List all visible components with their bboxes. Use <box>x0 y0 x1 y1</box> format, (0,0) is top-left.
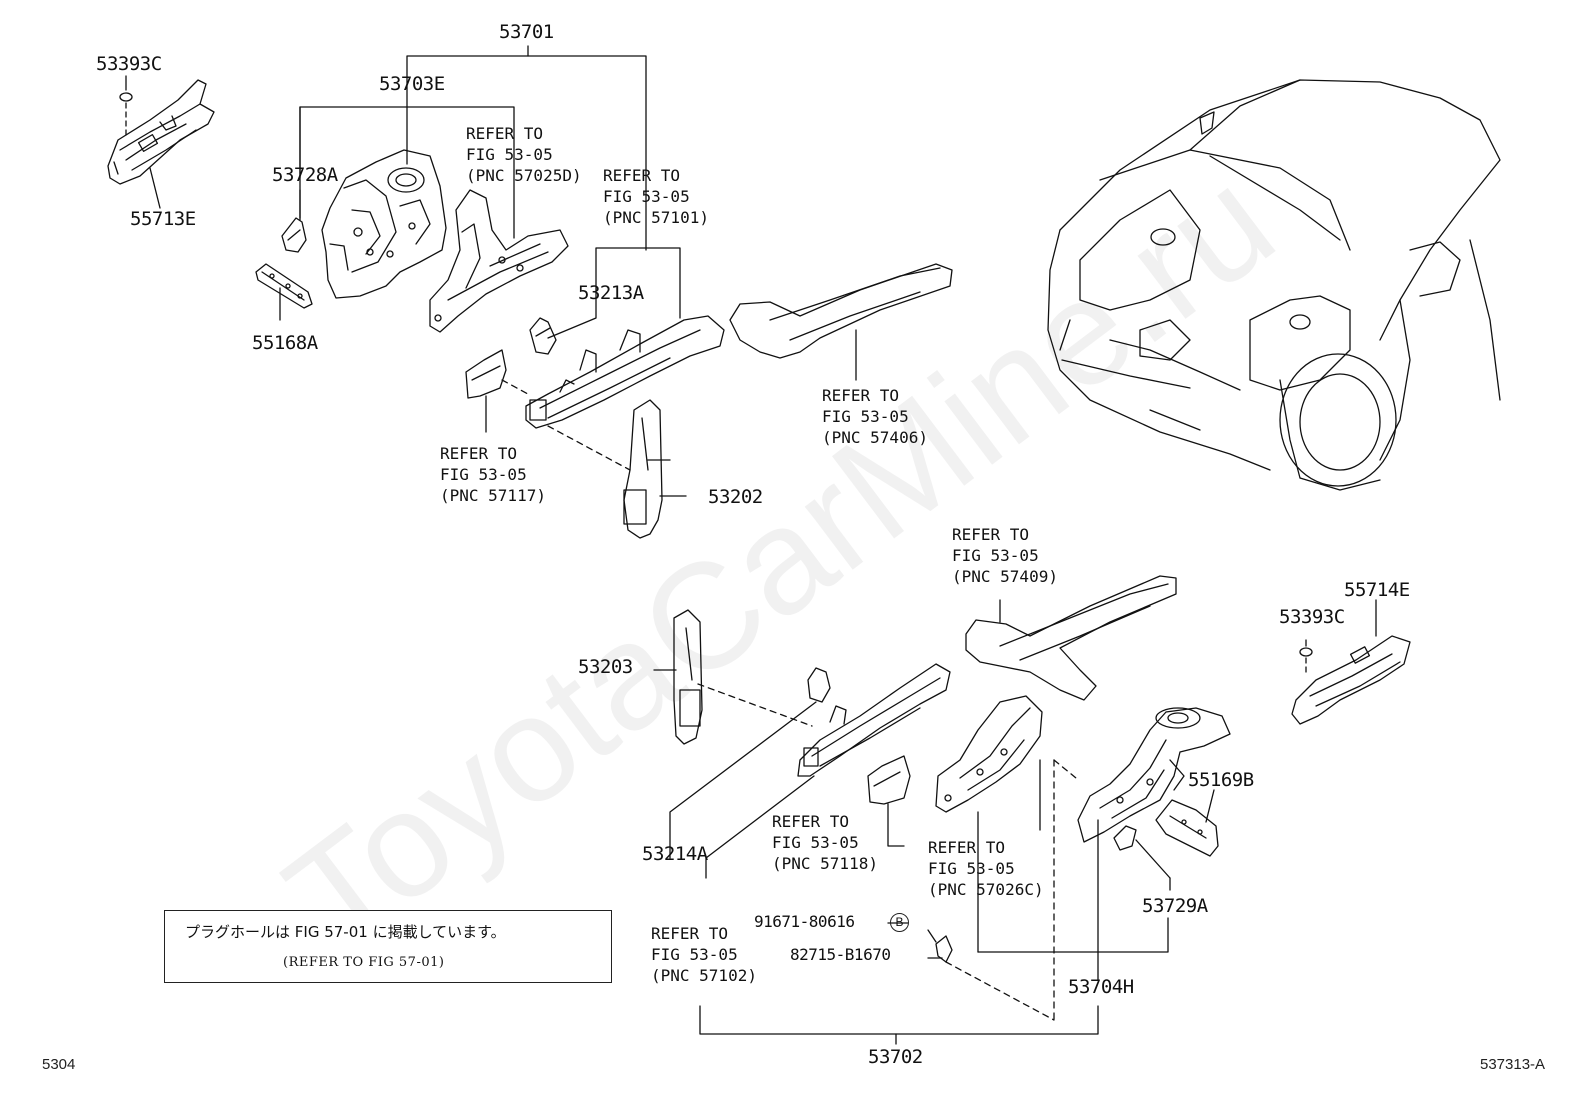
refer-line: (PNC 57117) <box>440 486 546 505</box>
note-japanese-text: プラグホールは FIG 57-01 に掲載しています。 <box>185 923 506 941</box>
label-53728A: 53728A <box>272 164 338 186</box>
refer-pnc-57118: REFER TO FIG 53-05 (PNC 57118) <box>772 811 878 874</box>
refer-line: REFER TO <box>928 838 1006 857</box>
refer-line: REFER TO <box>603 166 681 185</box>
part-55169B-drawing <box>1155 789 1219 857</box>
refer-line: FIG 53-05 <box>466 145 553 164</box>
part-53203-drawing <box>653 609 813 745</box>
part-53202-drawing <box>547 399 687 539</box>
label-53701: 53701 <box>499 21 554 43</box>
label-53393C-right: 53393C <box>1279 606 1345 628</box>
label-53703E: 53703E <box>379 73 445 95</box>
refer-line: REFER TO <box>466 124 544 143</box>
refer-pnc-57025D: REFER TO FIG 53-05 (PNC 57025D) <box>466 123 582 186</box>
refer-line: (PNC 57118) <box>772 854 878 873</box>
refer-line: FIG 53-05 <box>440 465 527 484</box>
label-91671-80616: 91671-80616 <box>754 912 855 931</box>
refer-line: REFER TO <box>772 812 850 831</box>
label-55169B: 55169B <box>1188 769 1254 791</box>
label-55713E: 55713E <box>130 208 196 230</box>
refer-line: (PNC 57102) <box>651 966 757 985</box>
figure-code: 537313-A <box>1480 1056 1546 1073</box>
label-53213A: 53213A <box>578 282 644 304</box>
refer-pnc-57026C: REFER TO FIG 53-05 (PNC 57026C) <box>928 837 1044 900</box>
refer-line: REFER TO <box>440 444 518 463</box>
part-55168A-drawing <box>255 263 313 321</box>
refer-line: (PNC 57406) <box>822 428 928 447</box>
part-53729A-drawing <box>1113 825 1171 891</box>
bracket-53701-lines <box>406 45 647 251</box>
label-53202: 53202 <box>708 486 763 508</box>
label-55714E: 55714E <box>1344 579 1410 601</box>
refer-line: REFER TO <box>651 924 729 943</box>
part-57025D-drawing <box>429 189 569 333</box>
label-53203: 53203 <box>578 656 633 678</box>
refer-line: (PNC 57026C) <box>928 880 1044 899</box>
plug-hole-note-box: プラグホールは FIG 57-01 に掲載しています。 (REFER TO FI… <box>164 910 612 983</box>
label-53729A: 53729A <box>1142 895 1208 917</box>
part-57117-drawing <box>465 349 529 433</box>
refer-line: FIG 53-05 <box>822 407 909 426</box>
part-53704H-drawing <box>1077 707 1231 843</box>
bracket-53702-lines <box>699 819 1099 1045</box>
label-53702: 53702 <box>868 1046 923 1068</box>
part-57101-drawing <box>525 315 725 429</box>
part-57118-drawing <box>867 755 911 847</box>
label-55168A: 55168A <box>252 332 318 354</box>
refer-pnc-57102: REFER TO FIG 53-05 (PNC 57102) <box>651 923 757 986</box>
part-55713E-drawing <box>107 75 215 209</box>
circle-mark-b: B <box>890 913 909 932</box>
refer-pnc-57406: REFER TO FIG 53-05 (PNC 57406) <box>822 385 928 448</box>
part-55714E-drawing <box>1291 599 1411 725</box>
car-illustration-drawing <box>1047 79 1501 491</box>
refer-line: (PNC 57101) <box>603 208 709 227</box>
label-82715-B1670: 82715-B1670 <box>790 945 891 964</box>
refer-pnc-57409: REFER TO FIG 53-05 (PNC 57409) <box>952 524 1058 587</box>
part-57406-drawing <box>729 263 953 381</box>
part-57102-drawing <box>797 663 951 777</box>
refer-line: REFER TO <box>952 525 1030 544</box>
part-57026C-drawing <box>935 695 1169 953</box>
note-english-text: (REFER TO FIG 57-01) <box>283 955 445 970</box>
label-53214A: 53214A <box>642 843 708 865</box>
refer-line: REFER TO <box>822 386 900 405</box>
label-53393C-left: 53393C <box>96 53 162 75</box>
part-57409-drawing <box>965 575 1177 701</box>
refer-line: FIG 53-05 <box>952 546 1039 565</box>
refer-pnc-57117: REFER TO FIG 53-05 (PNC 57117) <box>440 443 546 506</box>
part-53214A-drawing <box>669 667 831 879</box>
part-53213A-drawing <box>529 247 681 355</box>
refer-line: FIG 53-05 <box>603 187 690 206</box>
refer-line: FIG 53-05 <box>651 945 738 964</box>
label-53704H: 53704H <box>1068 976 1134 998</box>
refer-line: (PNC 57409) <box>952 567 1058 586</box>
refer-line: FIG 53-05 <box>928 859 1015 878</box>
part-53703E-drawing <box>321 149 447 299</box>
part-53728A-drawing <box>281 189 307 253</box>
refer-line: FIG 53-05 <box>772 833 859 852</box>
refer-line: (PNC 57025D) <box>466 166 582 185</box>
page-code: 5304 <box>42 1056 76 1073</box>
refer-pnc-57101: REFER TO FIG 53-05 (PNC 57101) <box>603 165 709 228</box>
